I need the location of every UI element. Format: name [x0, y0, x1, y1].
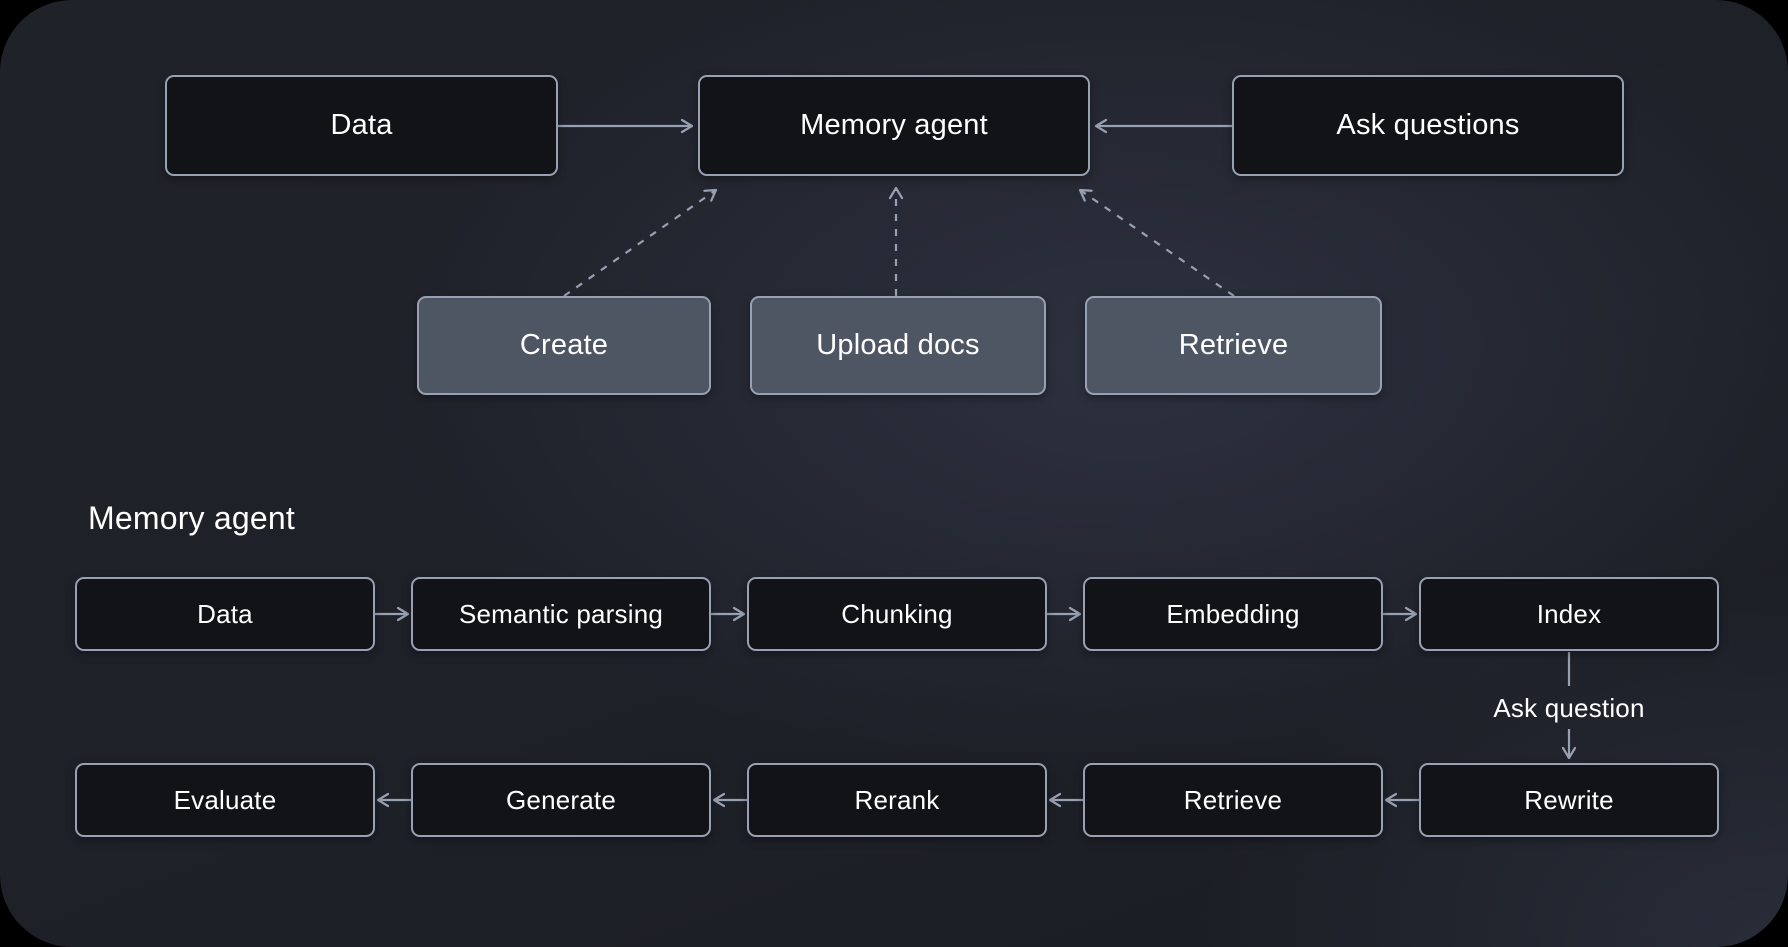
node-label: Embedding: [1166, 598, 1300, 629]
node-label: Rewrite: [1524, 784, 1614, 815]
node-label: Data: [197, 598, 253, 629]
node-create: Create: [417, 296, 711, 395]
node-label: Semantic parsing: [458, 598, 664, 629]
node-retrieve-action: Retrieve: [1085, 296, 1382, 395]
edge-create-to-memory-agent: [563, 188, 718, 297]
section-title-memory-agent: Memory agent: [88, 500, 295, 536]
node-label: Retrieve: [1183, 784, 1283, 815]
node-label: Upload docs: [816, 329, 980, 361]
node-rerank: Rerank: [747, 763, 1047, 837]
node-retrieve-pipeline: Retrieve: [1083, 763, 1383, 837]
node-label: Memory agent: [800, 109, 988, 141]
node-label: Retrieve: [1178, 329, 1289, 361]
node-pipeline-data: Data: [75, 577, 375, 651]
node-label: Evaluate: [173, 784, 277, 815]
node-label: Data: [330, 109, 393, 141]
node-rewrite: Rewrite: [1419, 763, 1719, 837]
node-label: Rerank: [854, 784, 940, 815]
node-embedding: Embedding: [1083, 577, 1383, 651]
node-label: Generate: [505, 784, 616, 815]
node-memory-agent: Memory agent: [698, 75, 1090, 176]
node-label: Index: [1536, 598, 1602, 629]
connector-label-ask-question: Ask question: [1493, 693, 1645, 723]
node-label: Ask questions: [1336, 109, 1520, 141]
node-evaluate: Evaluate: [75, 763, 375, 837]
node-chunking: Chunking: [747, 577, 1047, 651]
node-data-source: Data: [165, 75, 558, 176]
node-generate: Generate: [411, 763, 711, 837]
node-upload-docs: Upload docs: [750, 296, 1046, 395]
node-ask-questions: Ask questions: [1232, 75, 1624, 176]
edge-retrieve-to-memory-agent: [1078, 188, 1235, 297]
node-index: Index: [1419, 577, 1719, 651]
node-label: Create: [519, 329, 609, 361]
node-semantic-parsing: Semantic parsing: [411, 577, 711, 651]
node-label: Chunking: [841, 598, 953, 629]
